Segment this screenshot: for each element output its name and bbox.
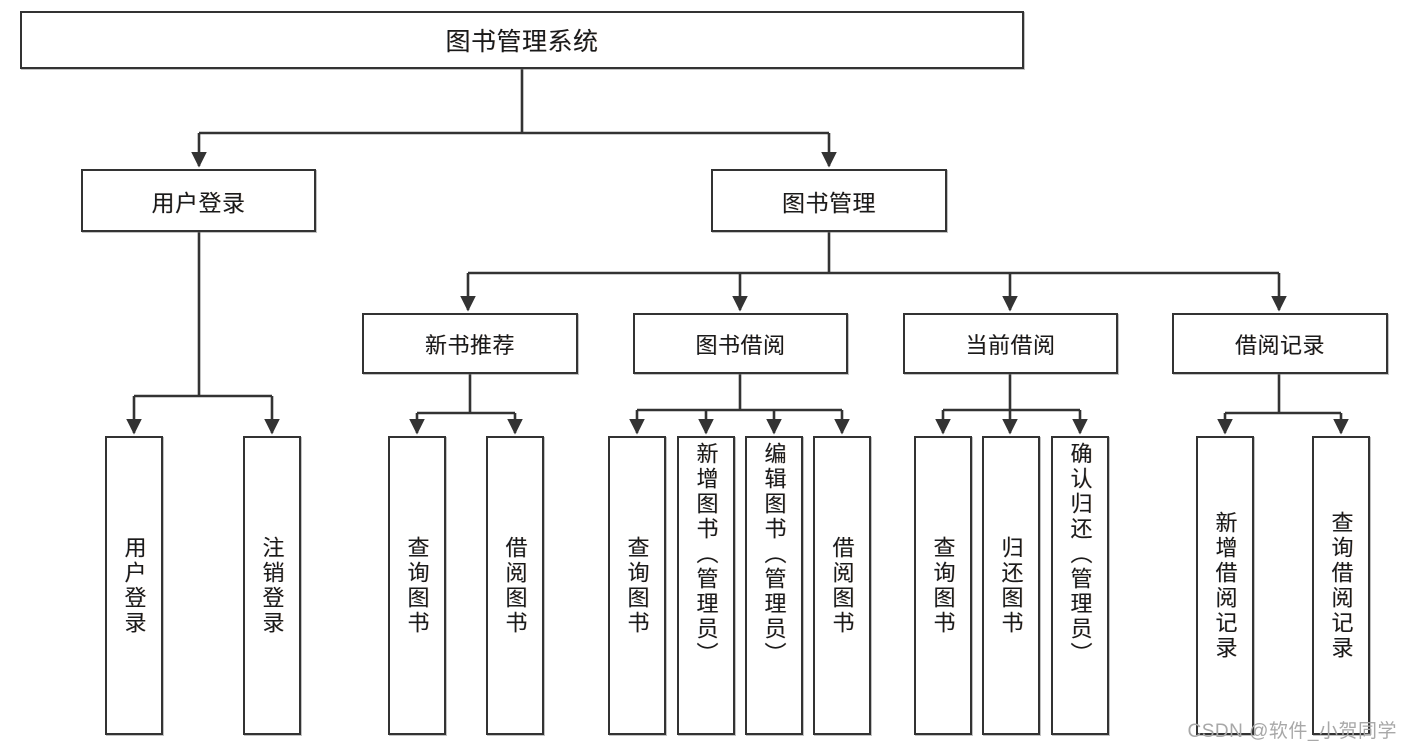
node-leaf-query-book-3[interactable]: 查询图书 <box>914 436 972 735</box>
node-new-book-recommend[interactable]: 新书推荐 <box>362 313 578 374</box>
node-book-management-label: 图书管理 <box>782 189 876 216</box>
node-leaf-query-book-1[interactable]: 查询图书 <box>388 436 446 735</box>
node-borrow-record-label: 借阅记录 <box>1234 332 1325 358</box>
node-leaf-borrow-book-2[interactable]: 借阅图书 <box>813 436 871 735</box>
node-book-borrow[interactable]: 图书借阅 <box>633 313 848 374</box>
node-book-borrow-label: 图书借阅 <box>695 332 786 358</box>
node-user-login-label: 用户登录 <box>151 189 246 216</box>
node-user-login[interactable]: 用户登录 <box>81 169 316 232</box>
node-current-borrow[interactable]: 当前借阅 <box>903 313 1118 374</box>
node-current-borrow-label: 当前借阅 <box>965 332 1056 358</box>
node-leaf-query-book-1-label: 查询图书 <box>404 535 430 636</box>
node-leaf-query-record-label: 查询借阅记录 <box>1328 510 1354 661</box>
node-root[interactable]: 图书管理系统 <box>20 11 1024 69</box>
node-leaf-user-logout-label: 注销登录 <box>259 535 285 636</box>
node-leaf-user-login[interactable]: 用户登录 <box>105 436 163 735</box>
node-book-management[interactable]: 图书管理 <box>711 169 947 232</box>
node-leaf-edit-book[interactable]: 编辑图书（管理员） <box>745 436 803 735</box>
node-leaf-confirm-return[interactable]: 确认归还（管理员） <box>1051 436 1109 735</box>
node-leaf-return-book-label: 归还图书 <box>998 535 1024 636</box>
node-leaf-confirm-return-label: 确认归还（管理员） <box>1067 442 1093 667</box>
node-borrow-record[interactable]: 借阅记录 <box>1172 313 1388 374</box>
node-leaf-query-book-3-label: 查询图书 <box>930 535 956 636</box>
node-leaf-query-record[interactable]: 查询借阅记录 <box>1312 436 1370 735</box>
node-leaf-query-book-2-label: 查询图书 <box>624 535 650 636</box>
node-leaf-add-book-label: 新增图书（管理员） <box>693 442 719 667</box>
node-root-label: 图书管理系统 <box>445 28 599 56</box>
node-leaf-borrow-book-1-label: 借阅图书 <box>502 535 528 636</box>
node-leaf-borrow-book-1[interactable]: 借阅图书 <box>486 436 544 735</box>
node-leaf-add-record-label: 新增借阅记录 <box>1212 510 1238 661</box>
node-leaf-add-book[interactable]: 新增图书（管理员） <box>677 436 735 735</box>
node-new-book-recommend-label: 新书推荐 <box>424 332 515 358</box>
node-leaf-return-book[interactable]: 归还图书 <box>982 436 1040 735</box>
node-leaf-edit-book-label: 编辑图书（管理员） <box>761 442 787 667</box>
node-leaf-borrow-book-2-label: 借阅图书 <box>829 535 855 636</box>
node-leaf-add-record[interactable]: 新增借阅记录 <box>1196 436 1254 735</box>
csdn-watermark: CSDN @软件_小贺同学 <box>1187 721 1397 742</box>
node-leaf-user-logout[interactable]: 注销登录 <box>243 436 301 735</box>
node-leaf-query-book-2[interactable]: 查询图书 <box>608 436 666 735</box>
node-leaf-user-login-label: 用户登录 <box>121 535 147 636</box>
